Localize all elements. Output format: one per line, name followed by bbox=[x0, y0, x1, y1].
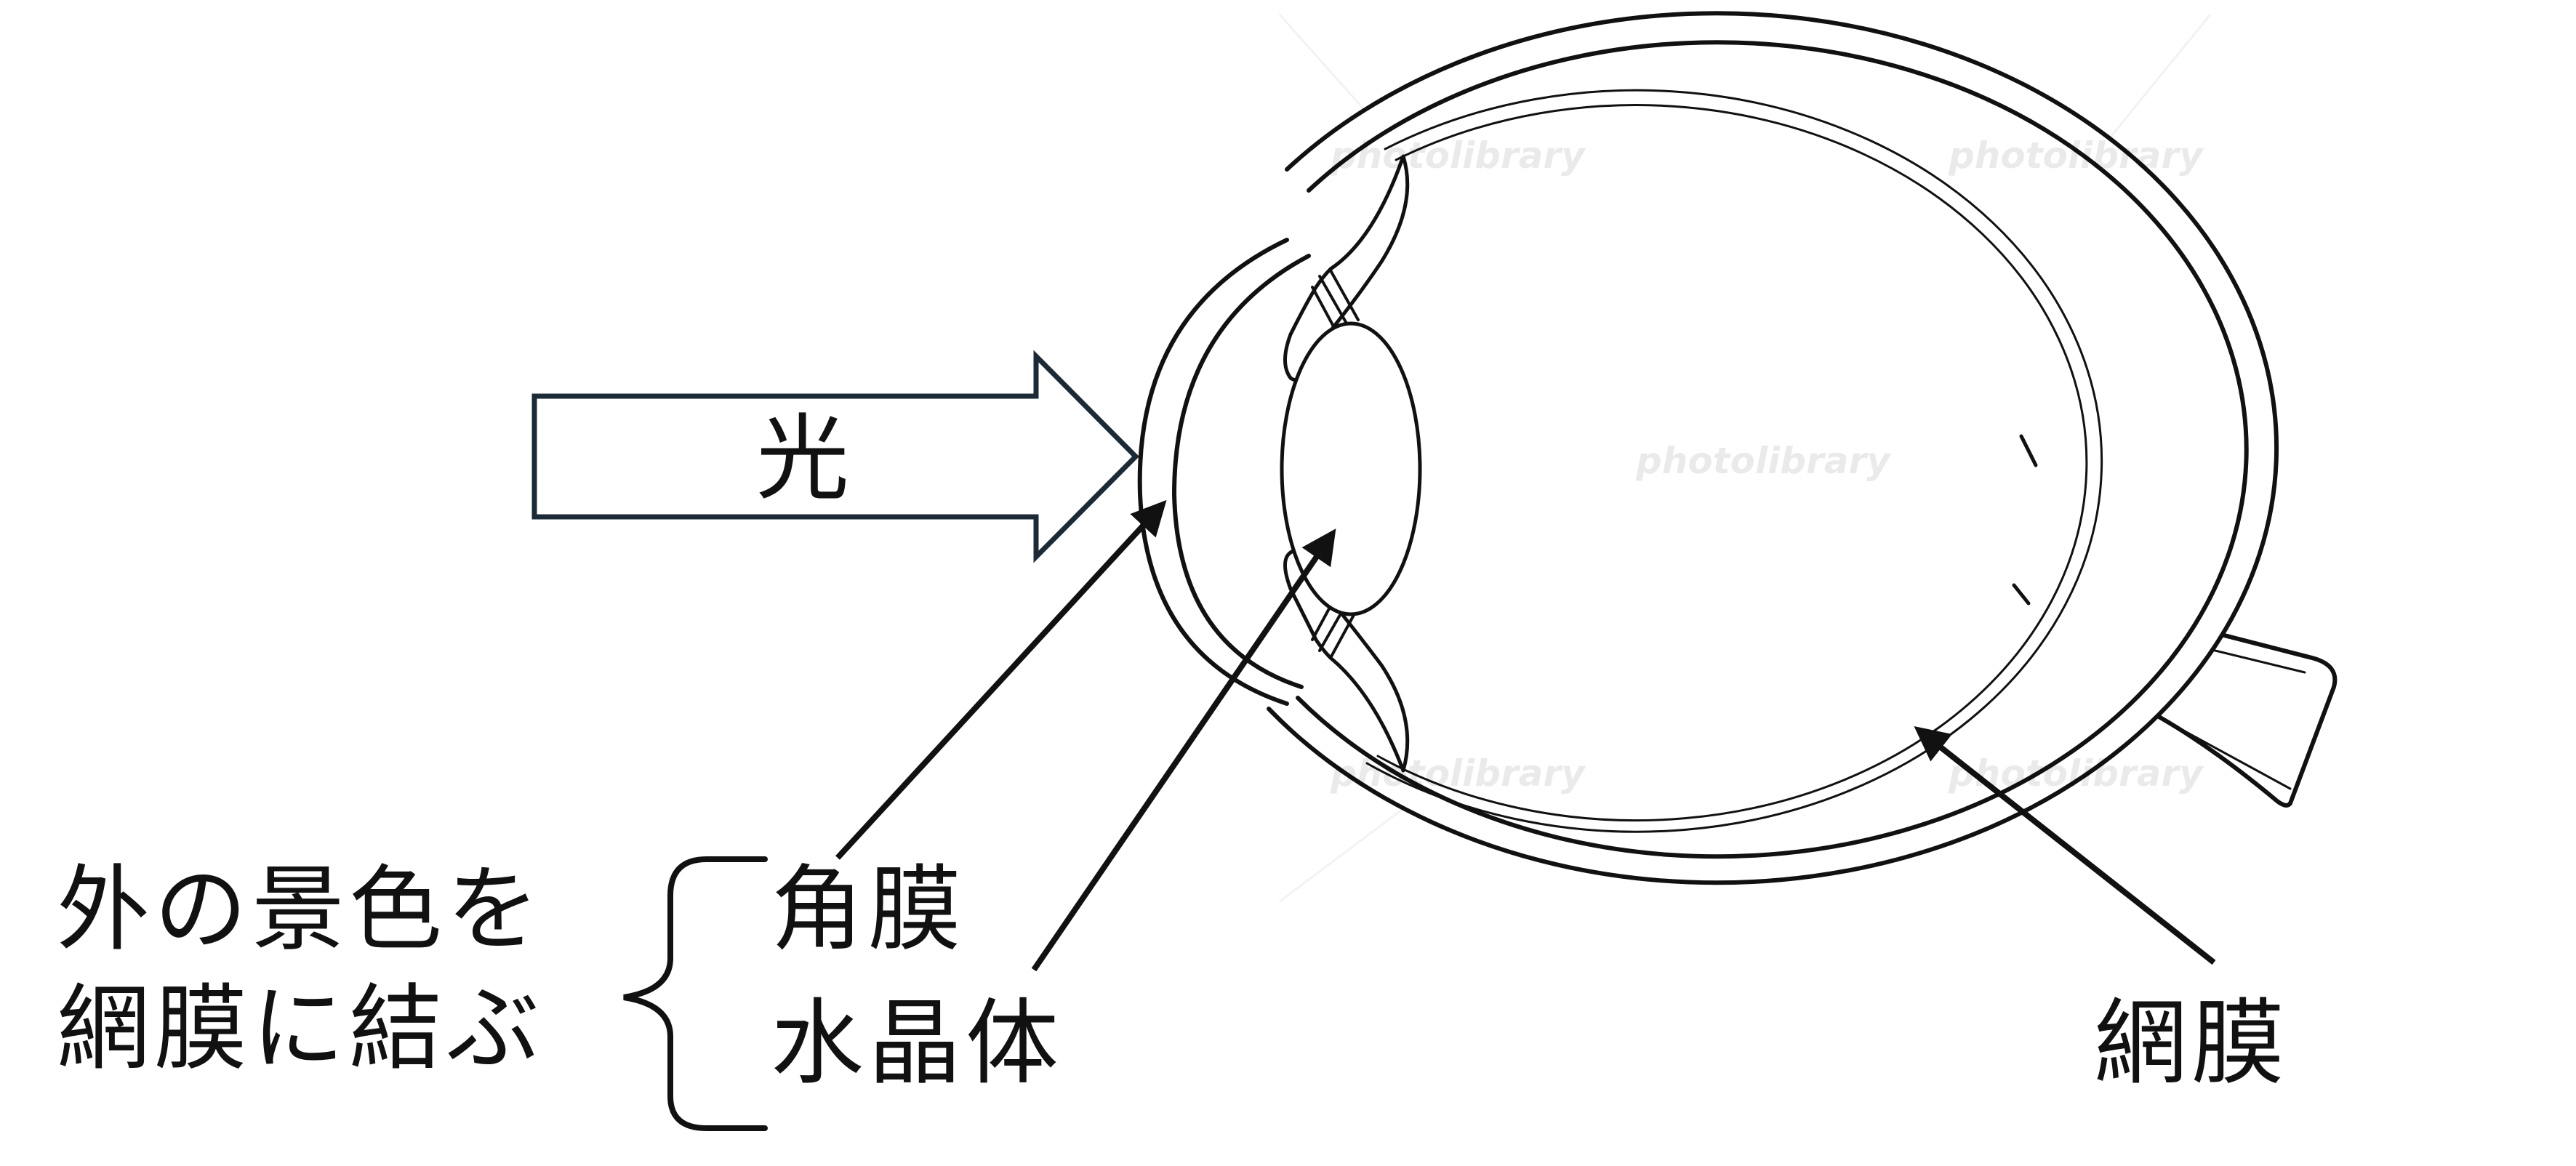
lens bbox=[1280, 321, 1422, 616]
sclera-inner bbox=[1296, 40, 2249, 859]
optic-disc bbox=[2012, 434, 2038, 606]
cornea-outer bbox=[1137, 238, 1289, 706]
pointer-arrows bbox=[835, 499, 2216, 972]
label-cornea: 角膜 bbox=[771, 856, 966, 964]
label-retina: 網膜 bbox=[2094, 989, 2290, 1098]
lens-pointer bbox=[1031, 528, 1336, 972]
eyeball bbox=[1137, 11, 2338, 885]
watermark: photolibrary bbox=[1331, 134, 1585, 177]
caption-line-2: 網膜に結ぶ bbox=[57, 975, 545, 1083]
watermark: photolibrary bbox=[1331, 752, 1585, 795]
cornea-inner bbox=[1172, 254, 1311, 689]
watermark: photolibrary bbox=[1949, 752, 2203, 795]
curly-brace bbox=[623, 856, 768, 1131]
arrow-label-light: 光 bbox=[756, 405, 850, 513]
ciliary-body-lower bbox=[1283, 548, 1410, 773]
ciliary-body-upper bbox=[1283, 154, 1410, 382]
retina-layer bbox=[1376, 104, 2088, 822]
watermark: photolibrary bbox=[1949, 134, 2203, 177]
caption-line-1: 外の景色を bbox=[57, 856, 545, 964]
light-arrow bbox=[531, 350, 1139, 563]
label-lens: 水晶体 bbox=[771, 989, 1064, 1098]
watermark: photolibrary bbox=[1636, 440, 1890, 482]
cornea-pointer bbox=[835, 499, 1167, 860]
retina-pointer bbox=[1914, 726, 2216, 965]
choroid-layer bbox=[1365, 89, 2103, 833]
